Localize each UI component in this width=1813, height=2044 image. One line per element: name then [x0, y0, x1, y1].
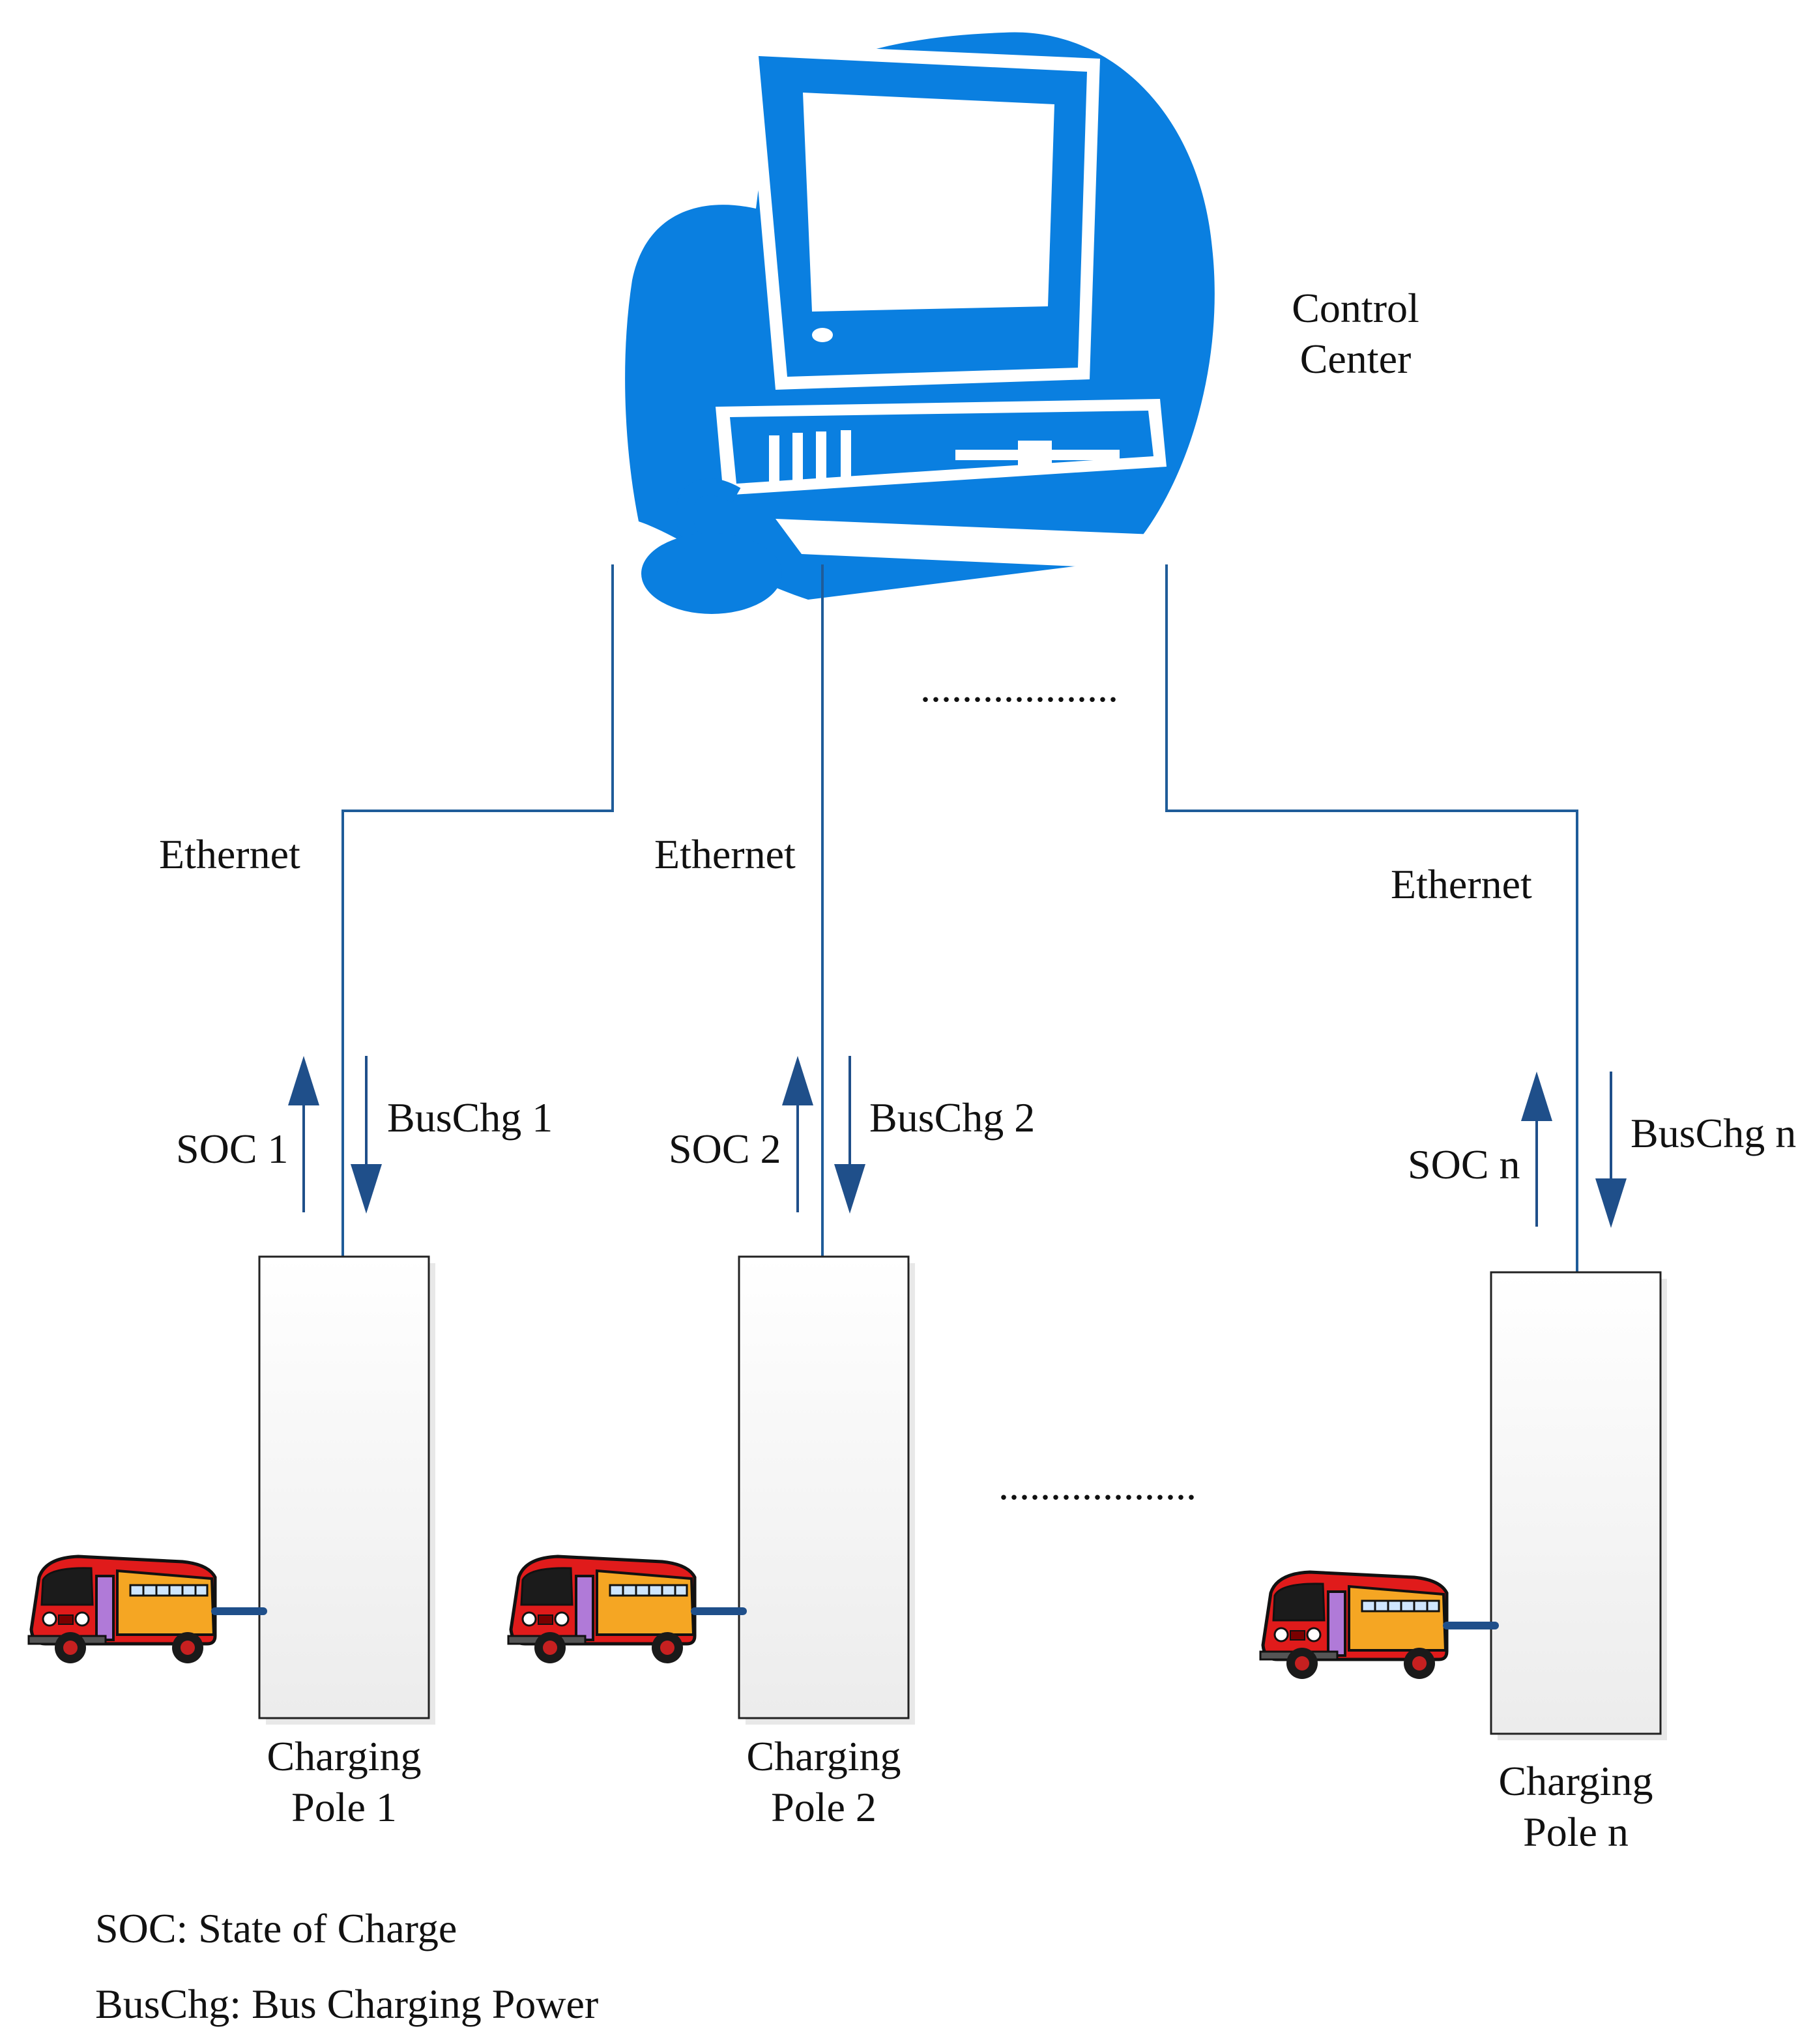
soc-label-2: SOC 2	[669, 1126, 781, 1172]
soc-label-n: SOC n	[1408, 1141, 1520, 1188]
pole-label-2-line2: Pole 2	[771, 1784, 877, 1830]
soc-label-1: SOC 1	[176, 1126, 289, 1172]
legend-buschg: BusChg: Bus Charging Power	[95, 1981, 599, 2027]
buschg-label-2: BusChg 2	[869, 1094, 1036, 1141]
pole-label-2: Charging Pole 2	[713, 1731, 935, 1833]
legend-soc: SOC: State of Charge	[95, 1905, 457, 1951]
pole-label-n-line2: Pole n	[1523, 1809, 1629, 1855]
charging-pole-1	[258, 1255, 435, 1725]
pole-label-n-line1: Charging	[1498, 1758, 1653, 1804]
pole-label-1-line1: Charging	[267, 1733, 422, 1779]
bus-icon-n	[1260, 1572, 1499, 1679]
pole-label-2-line1: Charging	[746, 1733, 901, 1779]
ethernet-line-n	[1165, 564, 1578, 1274]
buschg-arrow-down-2	[834, 1056, 865, 1214]
buschg-label-1: BusChg 1	[387, 1094, 553, 1141]
pole-label-1: Charging Pole 1	[233, 1731, 455, 1833]
soc-arrow-up-1	[288, 1056, 319, 1212]
soc-arrow-up-2	[782, 1056, 813, 1212]
pole-label-1-line2: Pole 1	[291, 1784, 397, 1830]
computer-icon	[625, 32, 1215, 614]
ethernet-label-2: Ethernet	[654, 831, 796, 877]
pole-label-n: Charging Pole n	[1465, 1756, 1687, 1858]
charging-pole-n	[1490, 1271, 1667, 1740]
buschg-arrow-down-1	[351, 1056, 382, 1214]
charging-pole-2	[738, 1255, 915, 1725]
bus-icon-2	[508, 1556, 747, 1663]
control-center-label-line1: Control	[1292, 285, 1419, 331]
buschg-arrow-down-n	[1595, 1072, 1627, 1228]
ellipsis-top: ...................	[920, 664, 1118, 710]
ethernet-label-n: Ethernet	[1391, 861, 1532, 907]
control-center-label: Control Center	[1251, 283, 1460, 385]
bus-icon-1	[29, 1556, 267, 1663]
buschg-label-n: BusChg n	[1631, 1110, 1797, 1156]
ellipsis-bottom: ...................	[998, 1462, 1197, 1508]
soc-arrow-up-n	[1521, 1072, 1552, 1227]
control-center-label-line2: Center	[1299, 336, 1412, 382]
ethernet-label-1: Ethernet	[159, 831, 300, 877]
ethernet-line-1	[341, 564, 614, 1258]
